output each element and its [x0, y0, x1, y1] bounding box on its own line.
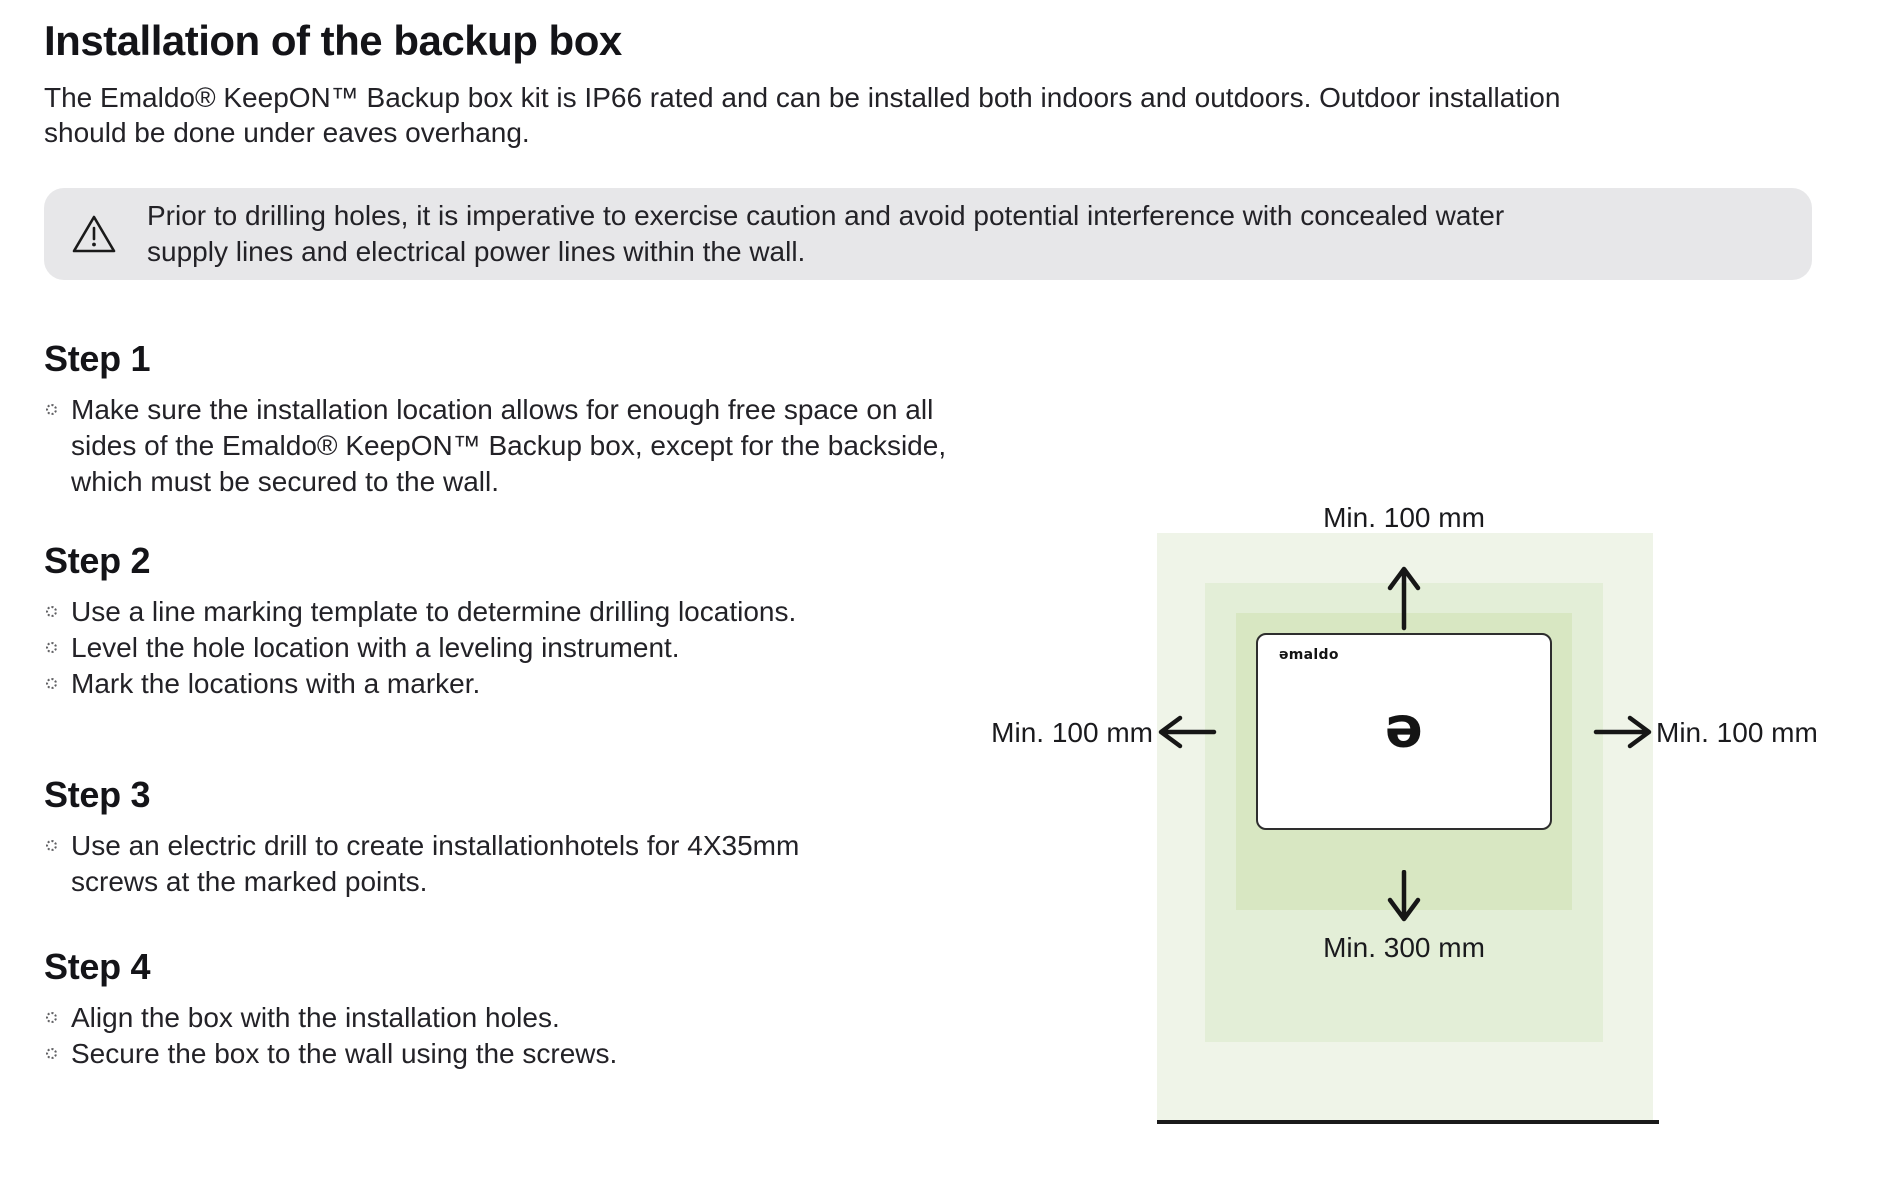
list-item-text: Make sure the installation location allo…: [71, 394, 947, 497]
list-item: Use a line marking template to determine…: [44, 594, 1844, 630]
diagram-baseline: [1157, 1120, 1659, 1124]
list-item-text: Use a line marking template to determine…: [71, 596, 797, 627]
list-item: Secure the box to the wall using the scr…: [44, 1036, 1844, 1072]
step-4-heading: Step 4: [44, 946, 151, 987]
intro-paragraph: The Emaldo® KeepON™ Backup box kit is IP…: [44, 82, 1561, 148]
bullet-circle-icon: [46, 642, 57, 653]
bullet-circle-icon: [46, 840, 57, 851]
bullet-circle-icon: [46, 678, 57, 689]
step-3-list: Use an electric drill to create installa…: [44, 828, 1844, 900]
list-item-text: Mark the locations with a marker.: [71, 668, 481, 699]
list-item: Make sure the installation location allo…: [44, 392, 1844, 500]
list-item: Use an electric drill to create installa…: [44, 828, 1844, 900]
bullet-circle-icon: [46, 606, 57, 617]
page-title: Installation of the backup box: [44, 17, 622, 64]
step-4-list: Align the box with the installation hole…: [44, 1000, 1844, 1072]
list-item-text: Use an electric drill to create installa…: [71, 830, 800, 897]
step-3-section: Step 3 Use an electric drill to create i…: [44, 774, 1844, 900]
step-2-list: Use a line marking template to determine…: [44, 594, 1844, 702]
step-1-section: Step 1 Make sure the installation locati…: [44, 338, 1844, 500]
list-item: Level the hole location with a leveling …: [44, 630, 1844, 666]
list-item: Align the box with the installation hole…: [44, 1000, 1844, 1036]
step-3-heading: Step 3: [44, 774, 151, 815]
list-item-text: Level the hole location with a leveling …: [71, 632, 680, 663]
step-1-heading: Step 1: [44, 338, 151, 379]
step-4-section: Step 4 Align the box with the installati…: [44, 946, 1844, 1072]
step-1-list: Make sure the installation location allo…: [44, 392, 1844, 500]
list-item-text: Align the box with the installation hole…: [71, 1002, 560, 1033]
bullet-circle-icon: [46, 404, 57, 415]
warning-triangle-icon: [72, 215, 116, 253]
warning-text: Prior to drilling holes, it is imperativ…: [147, 200, 1505, 267]
doc-content: Installation of the backup box The Emald…: [44, 16, 1844, 1072]
list-item-text: Secure the box to the wall using the scr…: [71, 1038, 618, 1069]
warning-callout: Prior to drilling holes, it is imperativ…: [44, 188, 1812, 280]
step-2-section: Step 2 Use a line marking template to de…: [44, 540, 1844, 702]
step-2-heading: Step 2: [44, 540, 151, 581]
list-item: Mark the locations with a marker.: [44, 666, 1844, 702]
bullet-circle-icon: [46, 1012, 57, 1023]
bullet-circle-icon: [46, 1048, 57, 1059]
